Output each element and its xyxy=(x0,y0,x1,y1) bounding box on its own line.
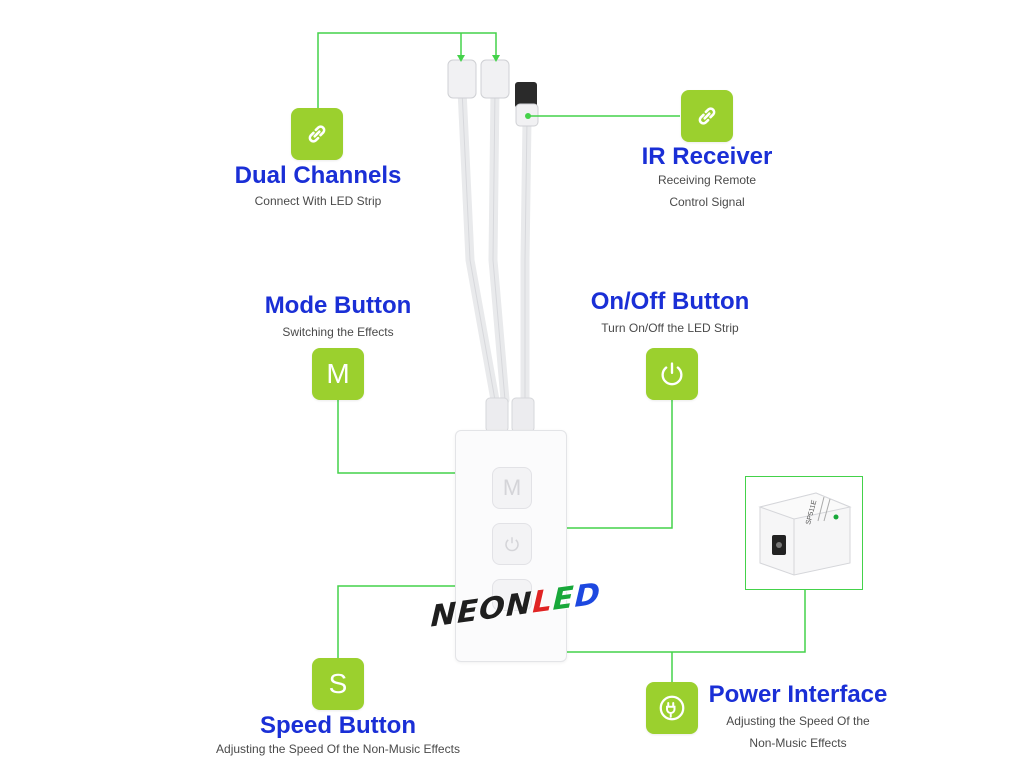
onoff-button-desc: Turn On/Off the LED Strip xyxy=(601,321,739,335)
power-interface-badge xyxy=(646,682,698,734)
controller-mode-key[interactable]: M xyxy=(492,467,532,509)
link-icon xyxy=(698,107,716,125)
mode-button-desc: Switching the Effects xyxy=(282,325,394,339)
power-interface-title: Power Interface xyxy=(708,681,888,708)
ir-receiver-head xyxy=(515,82,537,108)
ir-receiver-badge xyxy=(681,90,733,142)
leader-power-interface xyxy=(512,588,806,653)
mode-key-letter: M xyxy=(502,475,522,500)
power-adapter-inset: SP511E xyxy=(745,476,863,590)
logo-l: L xyxy=(531,583,554,621)
logo-e: E xyxy=(552,580,576,618)
dual-channels-desc: Connect With LED Strip xyxy=(254,194,382,208)
onoff-button-title: On/Off Button xyxy=(590,288,750,315)
ir-receiver-desc-line1: Receiving Remote xyxy=(657,173,757,187)
power-interface-desc-line1: Adjusting the Speed Of the xyxy=(726,714,870,728)
mode-button-badge: M xyxy=(312,348,364,400)
power-interface-desc-line2: Non-Music Effects xyxy=(749,736,847,750)
leader-dual-channels xyxy=(317,32,497,108)
mode-button-title: Mode Button xyxy=(264,292,412,319)
logo-d: D xyxy=(574,576,602,615)
cable-boot-right xyxy=(511,397,535,433)
dual-channels-title: Dual Channels xyxy=(234,162,402,189)
speed-button-badge: S xyxy=(312,658,364,710)
leader-mode-button xyxy=(337,400,512,474)
speed-button-desc: Adjusting the Speed Of the Non-Music Eff… xyxy=(216,742,460,756)
cable-boot-left xyxy=(485,397,509,433)
controller-power-key[interactable] xyxy=(492,523,532,565)
power-key-icon xyxy=(505,537,519,552)
ir-receiver-title: IR Receiver xyxy=(641,143,773,170)
onoff-button-badge xyxy=(646,348,698,400)
speed-button-title: Speed Button xyxy=(260,712,416,739)
controller-speed-key[interactable] xyxy=(492,579,532,611)
ir-receiver-desc-line2: Control Signal xyxy=(669,195,745,209)
leader-speed-button xyxy=(337,585,512,658)
power-icon xyxy=(661,362,683,386)
speed-letter-icon: S xyxy=(328,668,348,699)
plug-icon xyxy=(659,695,685,721)
plug-channel-1 xyxy=(447,59,477,99)
controller-body: M xyxy=(455,430,567,662)
power-adapter-image: SP511E xyxy=(758,492,852,576)
mode-letter-icon: M xyxy=(326,358,350,389)
link-icon xyxy=(308,125,326,143)
plug-channel-2 xyxy=(480,59,510,99)
dual-channels-badge xyxy=(291,108,343,160)
